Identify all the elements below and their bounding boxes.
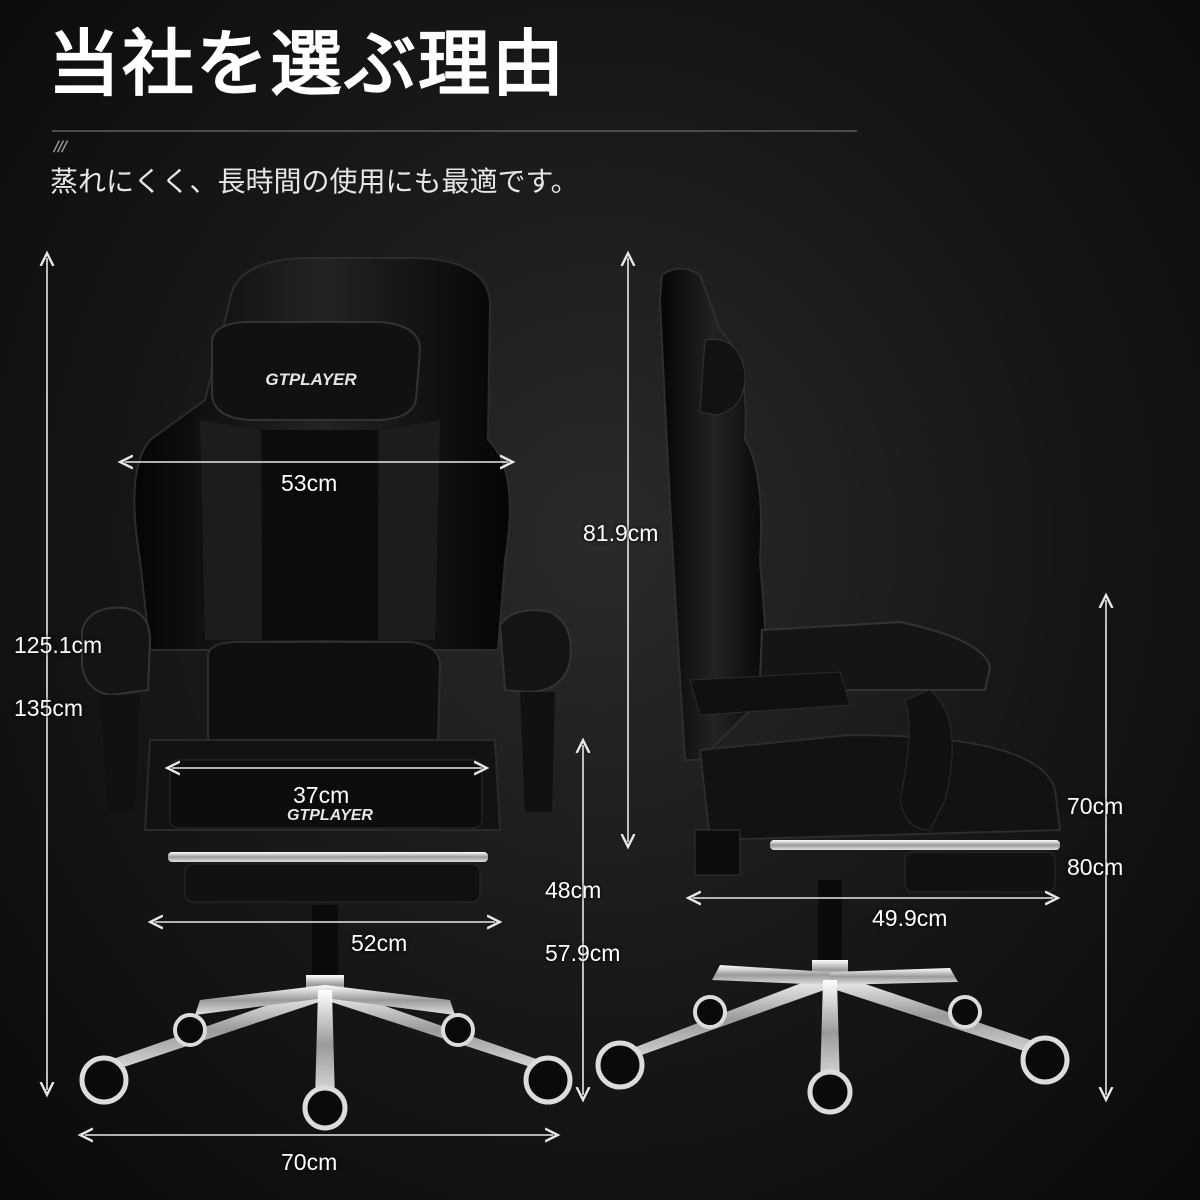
label-backrest-height: 81.9cm — [583, 520, 659, 546]
dimension-lines — [47, 258, 1106, 1135]
label-total-height-max: 135cm — [14, 695, 84, 721]
label-seat-width: 37cm — [293, 782, 350, 808]
label-base-width: 70cm — [281, 1149, 338, 1175]
label-seat-height-max: 57.9cm — [545, 940, 621, 966]
headrest-logo: GTPLAYER — [265, 370, 357, 389]
front-chair: GTPLAYER GTPLAYER — [79, 257, 573, 1131]
label-armrest-height-min: 70cm — [1067, 793, 1124, 819]
label-backrest-width: 53cm — [281, 470, 338, 496]
label-seat-height-min: 48cm — [545, 877, 602, 903]
label-seat-depth-width: 52cm — [351, 930, 408, 956]
label-armrest-height-max: 80cm — [1067, 854, 1124, 880]
footrest-logo: GTPLAYER — [287, 807, 373, 824]
header-divider — [52, 130, 857, 132]
side-chair — [595, 267, 1070, 1115]
page-title: 当社を選ぶ理由 — [48, 22, 567, 106]
page-subtitle: 蒸れにくく、長時間の使用にも最適です。 — [50, 165, 579, 198]
label-side-depth: 49.9cm — [872, 905, 948, 931]
label-total-height-min: 125.1cm — [14, 632, 103, 658]
stripe-decoration: /// — [54, 139, 67, 155]
